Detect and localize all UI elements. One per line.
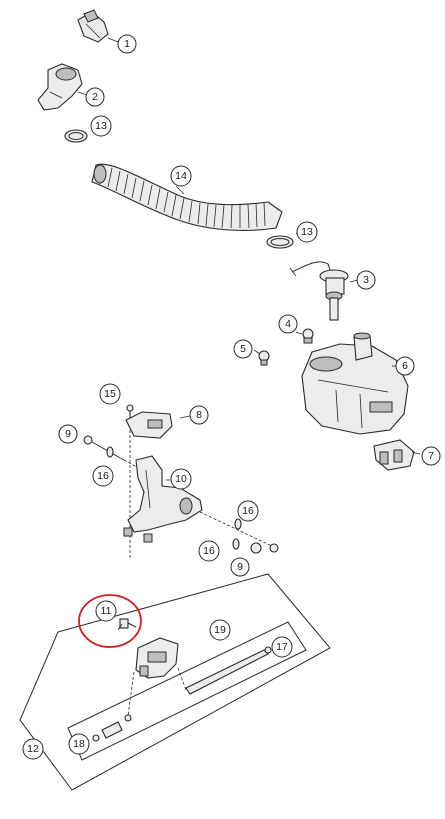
callout-4: 4 bbox=[278, 314, 298, 334]
callout-label: 17 bbox=[276, 641, 288, 653]
part-17-clip[interactable] bbox=[264, 646, 272, 654]
callout-18: 18 bbox=[68, 733, 90, 755]
highlight-ring bbox=[78, 594, 142, 648]
callout-label: 16 bbox=[242, 505, 254, 517]
callout-16-lower: 16 bbox=[198, 540, 220, 562]
callout-16-right: 16 bbox=[237, 500, 259, 522]
callout-label: 16 bbox=[97, 470, 109, 482]
callout-6: 6 bbox=[395, 356, 415, 376]
callout-5: 5 bbox=[233, 339, 253, 359]
callout-label: 3 bbox=[363, 274, 369, 286]
callout-label: 16 bbox=[203, 545, 215, 557]
callout-label: 9 bbox=[65, 428, 71, 440]
part-9-nut-lower[interactable] bbox=[250, 542, 262, 554]
part-16-washer-upper[interactable] bbox=[106, 446, 114, 458]
callout-label: 10 bbox=[175, 473, 187, 485]
part-8-module[interactable] bbox=[125, 411, 173, 439]
callout-13-upper: 13 bbox=[90, 115, 112, 137]
callout-label: 6 bbox=[402, 360, 408, 372]
callout-11: 11 bbox=[78, 594, 142, 648]
callout-3: 3 bbox=[356, 270, 376, 290]
callout-label: 19 bbox=[214, 624, 226, 636]
callout-label: 9 bbox=[237, 561, 243, 573]
callout-label: 1 bbox=[124, 38, 130, 50]
part-7-connector[interactable] bbox=[373, 439, 415, 471]
part-10-bracket[interactable] bbox=[123, 455, 203, 543]
part-5-bolt[interactable] bbox=[258, 350, 270, 366]
part-4-fitting[interactable] bbox=[302, 328, 314, 344]
callout-label: 12 bbox=[27, 743, 39, 755]
callout-15: 15 bbox=[99, 383, 121, 405]
callout-1: 1 bbox=[117, 34, 137, 54]
part-13-clamp-upper[interactable] bbox=[64, 129, 88, 143]
callout-17: 17 bbox=[271, 636, 293, 658]
callout-13-lower: 13 bbox=[296, 221, 318, 243]
part-11-bolt[interactable] bbox=[119, 618, 137, 629]
part-9-nut-right[interactable] bbox=[269, 543, 279, 553]
callout-label: 14 bbox=[175, 170, 187, 182]
callout-label: 4 bbox=[285, 318, 291, 330]
callout-label: 2 bbox=[92, 91, 98, 103]
callout-label: 11 bbox=[101, 605, 112, 617]
callout-label: 5 bbox=[240, 343, 246, 355]
part-2-intake-flange[interactable] bbox=[37, 63, 83, 111]
part-1-sleeve[interactable] bbox=[77, 9, 109, 43]
callout-label: 15 bbox=[104, 388, 116, 400]
part-pump-body[interactable] bbox=[135, 637, 179, 679]
callout-9-upper: 9 bbox=[58, 424, 78, 444]
part-3-sensor[interactable] bbox=[289, 261, 349, 321]
part-12-inner-frame bbox=[67, 621, 307, 761]
callout-10: 10 bbox=[170, 468, 192, 490]
callout-label: 8 bbox=[196, 409, 202, 421]
callout-8: 8 bbox=[189, 405, 209, 425]
small-clip[interactable] bbox=[124, 714, 132, 722]
callout-label: 7 bbox=[428, 450, 434, 462]
part-12-assembly-frame bbox=[19, 573, 331, 791]
callout-19: 19 bbox=[209, 619, 231, 641]
part-16-washer-right-b[interactable] bbox=[232, 538, 240, 550]
callout-14: 14 bbox=[170, 165, 192, 187]
part-14-corrugated-hose[interactable] bbox=[91, 163, 283, 231]
callout-2: 2 bbox=[85, 87, 105, 107]
part-9-bolt-upper[interactable] bbox=[83, 435, 125, 461]
part-19-rod[interactable] bbox=[185, 649, 269, 695]
part-6-housing[interactable] bbox=[301, 332, 409, 435]
part-18-sleeve[interactable] bbox=[92, 721, 123, 742]
callout-label: 13 bbox=[95, 120, 107, 132]
callout-7: 7 bbox=[421, 446, 441, 466]
callout-9-lower: 9 bbox=[230, 557, 250, 577]
callout-16-upper: 16 bbox=[92, 465, 114, 487]
part-16-washer-right-a[interactable] bbox=[234, 518, 242, 530]
callout-label: 13 bbox=[301, 226, 313, 238]
callout-12: 12 bbox=[22, 738, 44, 760]
callout-label: 18 bbox=[73, 738, 85, 750]
part-13-clamp-lower[interactable] bbox=[266, 235, 294, 249]
